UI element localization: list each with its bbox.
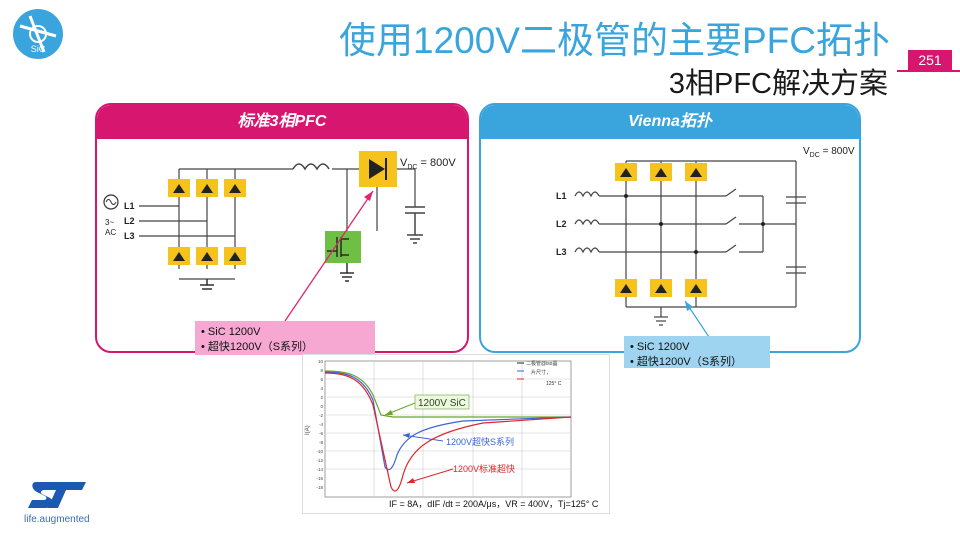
- brand-tagline: life.augmented: [24, 514, 90, 525]
- svg-text:VDC = 800V: VDC = 800V: [400, 157, 456, 171]
- sic-badge-text: SiC: [31, 44, 46, 54]
- sic-curve: [324, 370, 571, 418]
- svg-text:3~: 3~: [105, 218, 114, 227]
- s-series-label: 1200V超快S系列: [446, 436, 514, 447]
- svg-text:AC: AC: [105, 228, 116, 237]
- vienna-line-l3: L3: [556, 247, 567, 257]
- svg-text:-14: -14: [316, 467, 323, 472]
- s-series-curve: [324, 371, 572, 471]
- svg-text:125° C: 125° C: [546, 381, 562, 387]
- svg-text:4: 4: [320, 386, 323, 391]
- line-label-l3: L3: [124, 231, 135, 241]
- vienna-schematic: VDC = 800V L1 L2 L3: [556, 146, 855, 338]
- page-number-rule: [897, 70, 960, 72]
- page-subtitle: 3相PFC解决方案: [668, 68, 888, 100]
- svg-text:0: 0: [320, 404, 323, 409]
- line-label-l2: L2: [124, 216, 135, 226]
- test-conditions: IF = 8A，dIF /dt = 200A/μs，VR = 400V，Tj=1…: [389, 499, 599, 509]
- svg-text:2: 2: [320, 395, 323, 400]
- vienna-line-l1: L1: [556, 191, 567, 201]
- svg-text:-6: -6: [319, 431, 323, 436]
- svg-text:6: 6: [320, 377, 323, 382]
- standard-label: 1200V标准超快: [453, 463, 515, 474]
- boost-inductor-icon: [292, 163, 330, 171]
- line-label-l1: L1: [124, 201, 135, 211]
- standard-pfc-callout: • SiC 1200V • 超快1200V（S系列）: [195, 321, 375, 355]
- vienna-line-l2: L2: [556, 219, 567, 229]
- page-title: 使用1200V二极管的主要PFC拓扑: [339, 20, 890, 61]
- standard-pfc-title: 标准3相PFC: [97, 105, 467, 139]
- vienna-panel: Vienna拓扑 VDC = 800V L1 L2 L3: [479, 103, 861, 353]
- sic-label: 1200V SiC: [418, 398, 466, 409]
- bridge-diodes: [168, 179, 246, 265]
- svg-text:二极管@iso晶: 二极管@iso晶: [526, 360, 557, 367]
- svg-text:片尺寸，: 片尺寸，: [531, 369, 551, 376]
- page-number: 251: [908, 50, 952, 70]
- svg-text:-18: -18: [316, 485, 323, 490]
- svg-text:-8: -8: [319, 440, 323, 445]
- standard-curve: [324, 372, 572, 492]
- svg-text:-4: -4: [319, 422, 323, 427]
- svg-text:10: 10: [318, 359, 324, 364]
- st-logo: [28, 482, 86, 508]
- svg-text:-10: -10: [316, 449, 323, 454]
- svg-text:-12: -12: [316, 458, 323, 463]
- graph-legend: 二极管@iso晶 片尺寸， 125° C: [517, 360, 562, 387]
- svg-text:8: 8: [320, 368, 323, 373]
- vienna-callout: • SiC 1200V • 超快1200V（S系列）: [624, 336, 770, 368]
- y-axis-label: I(A): [305, 425, 311, 435]
- svg-text:-2: -2: [319, 413, 323, 418]
- svg-text:VDC = 800V: VDC = 800V: [803, 146, 855, 159]
- output-capacitor-icon: [405, 206, 425, 244]
- recovery-graph: 10 8 6 4 2 0 -2 -4 -6 -8 -10 -12 -14 -16 -18 I(…: [302, 354, 610, 514]
- sic-badge-logo: SiC: [13, 9, 63, 59]
- standard-pfc-panel: 标准3相PFC 3~ AC L1 L2 L3: [95, 103, 469, 353]
- standard-pfc-schematic: 3~ AC L1 L2 L3 V: [103, 151, 456, 322]
- vienna-diodes: [615, 163, 707, 297]
- ac-source-icon: [103, 194, 119, 210]
- y-tick-labels: 10 8 6 4 2 0 -2 -4 -6 -8 -10 -12 -14 -16 -18: [316, 359, 323, 490]
- svg-text:-16: -16: [316, 476, 323, 481]
- vienna-title: Vienna拓扑: [481, 105, 859, 139]
